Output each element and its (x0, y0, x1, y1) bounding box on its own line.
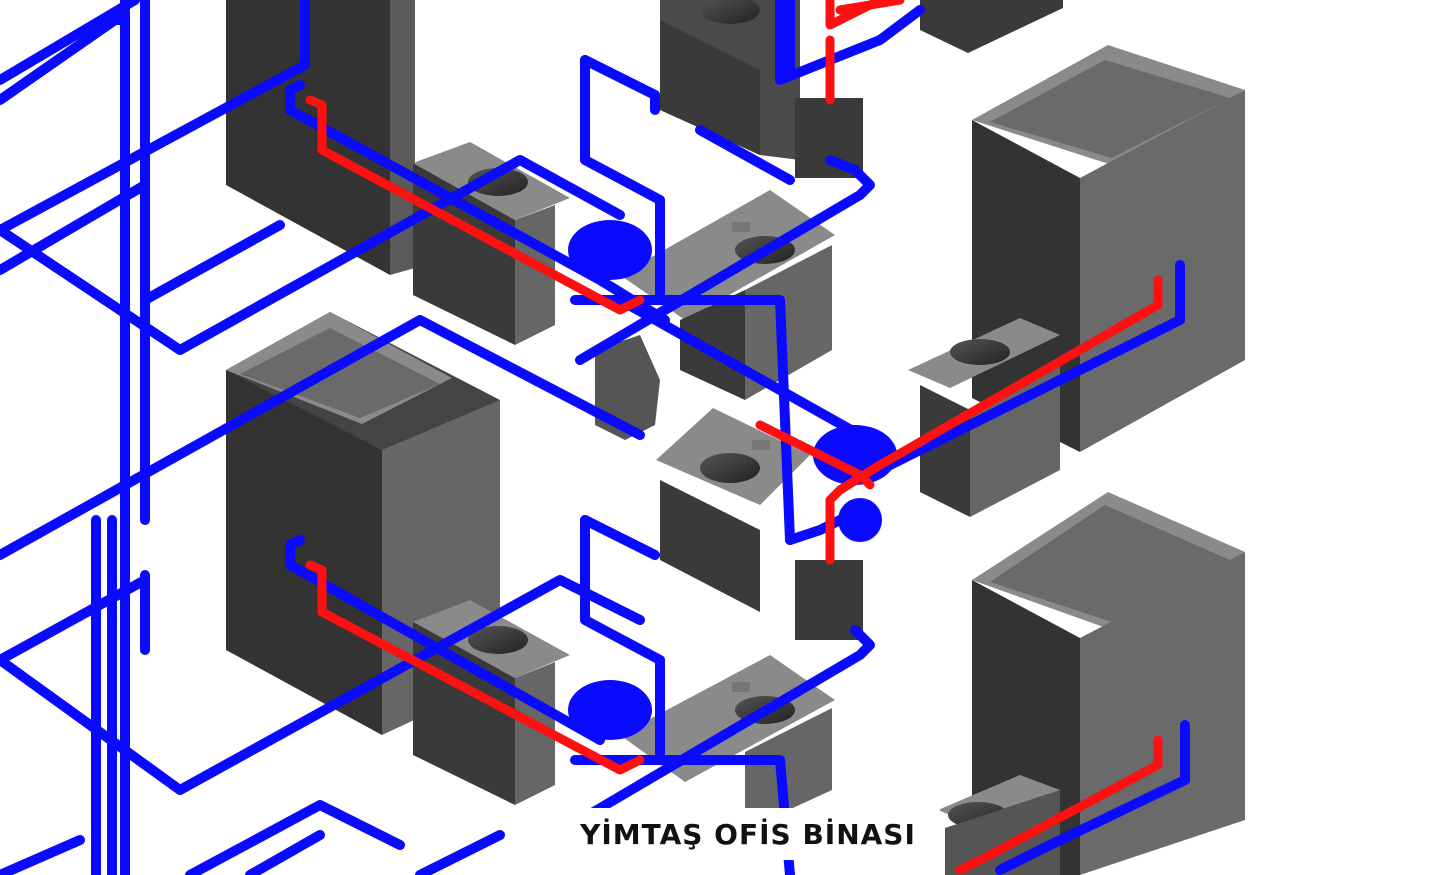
vanity-upper-center (595, 190, 835, 440)
vanity-top (660, 0, 863, 178)
hot-water-pipes (305, 0, 1163, 875)
cabinet-top-right-partial (920, 0, 1063, 53)
cabinet-top-left (226, 0, 415, 275)
faucets (732, 222, 770, 692)
vanity-middle-center (656, 408, 863, 640)
cold-water-fittings (568, 220, 897, 740)
vanity-lower-center (620, 655, 835, 830)
page-title: YİMTAŞ OFİS BİNASI (556, 808, 940, 860)
